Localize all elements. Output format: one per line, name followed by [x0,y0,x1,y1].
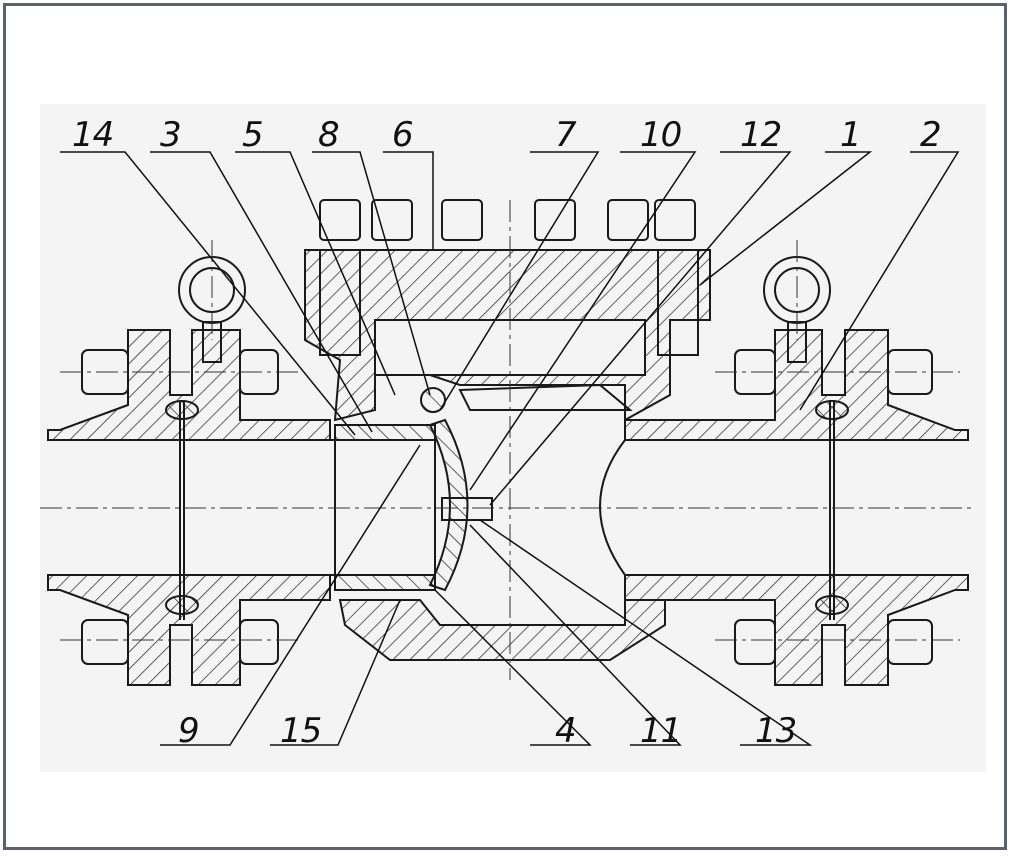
leader-2 [799,151,960,411]
leader-4 [434,589,592,746]
callout-4: 4 [555,711,576,751]
right-flange-lower [624,574,969,686]
leader-8 [312,151,431,396]
callout-6: 6 [392,115,413,155]
leader-9 [160,444,421,746]
callout-1: 1 [840,115,861,155]
leader-12 [489,151,792,506]
callout-15: 15 [280,711,321,751]
leader-11 [469,524,682,746]
callout-8: 8 [318,115,339,155]
leader-5 [235,151,396,396]
callout-3: 3 [160,115,181,155]
leader-7 [439,151,600,411]
leader-10 [469,151,697,491]
callout-5: 5 [242,115,263,155]
leader-15 [270,599,401,746]
leader-1 [699,151,873,286]
valve-body-lower [338,599,666,661]
callout-11: 11 [640,711,681,751]
leader-13 [479,519,813,746]
left-flange-upper [47,329,331,441]
callout-10: 10 [640,115,681,155]
leader-6 [383,151,434,250]
leader-3 [150,151,373,433]
callout-14: 14 [72,115,113,155]
callout-12: 12 [740,115,781,155]
left-flange-lower [47,574,331,686]
callout-7: 7 [555,115,577,155]
callout-2: 2 [920,115,941,155]
callout-13: 13 [755,711,796,751]
callout-9: 9 [178,711,199,751]
right-flange-upper [624,329,969,441]
leader-14 [60,151,356,436]
